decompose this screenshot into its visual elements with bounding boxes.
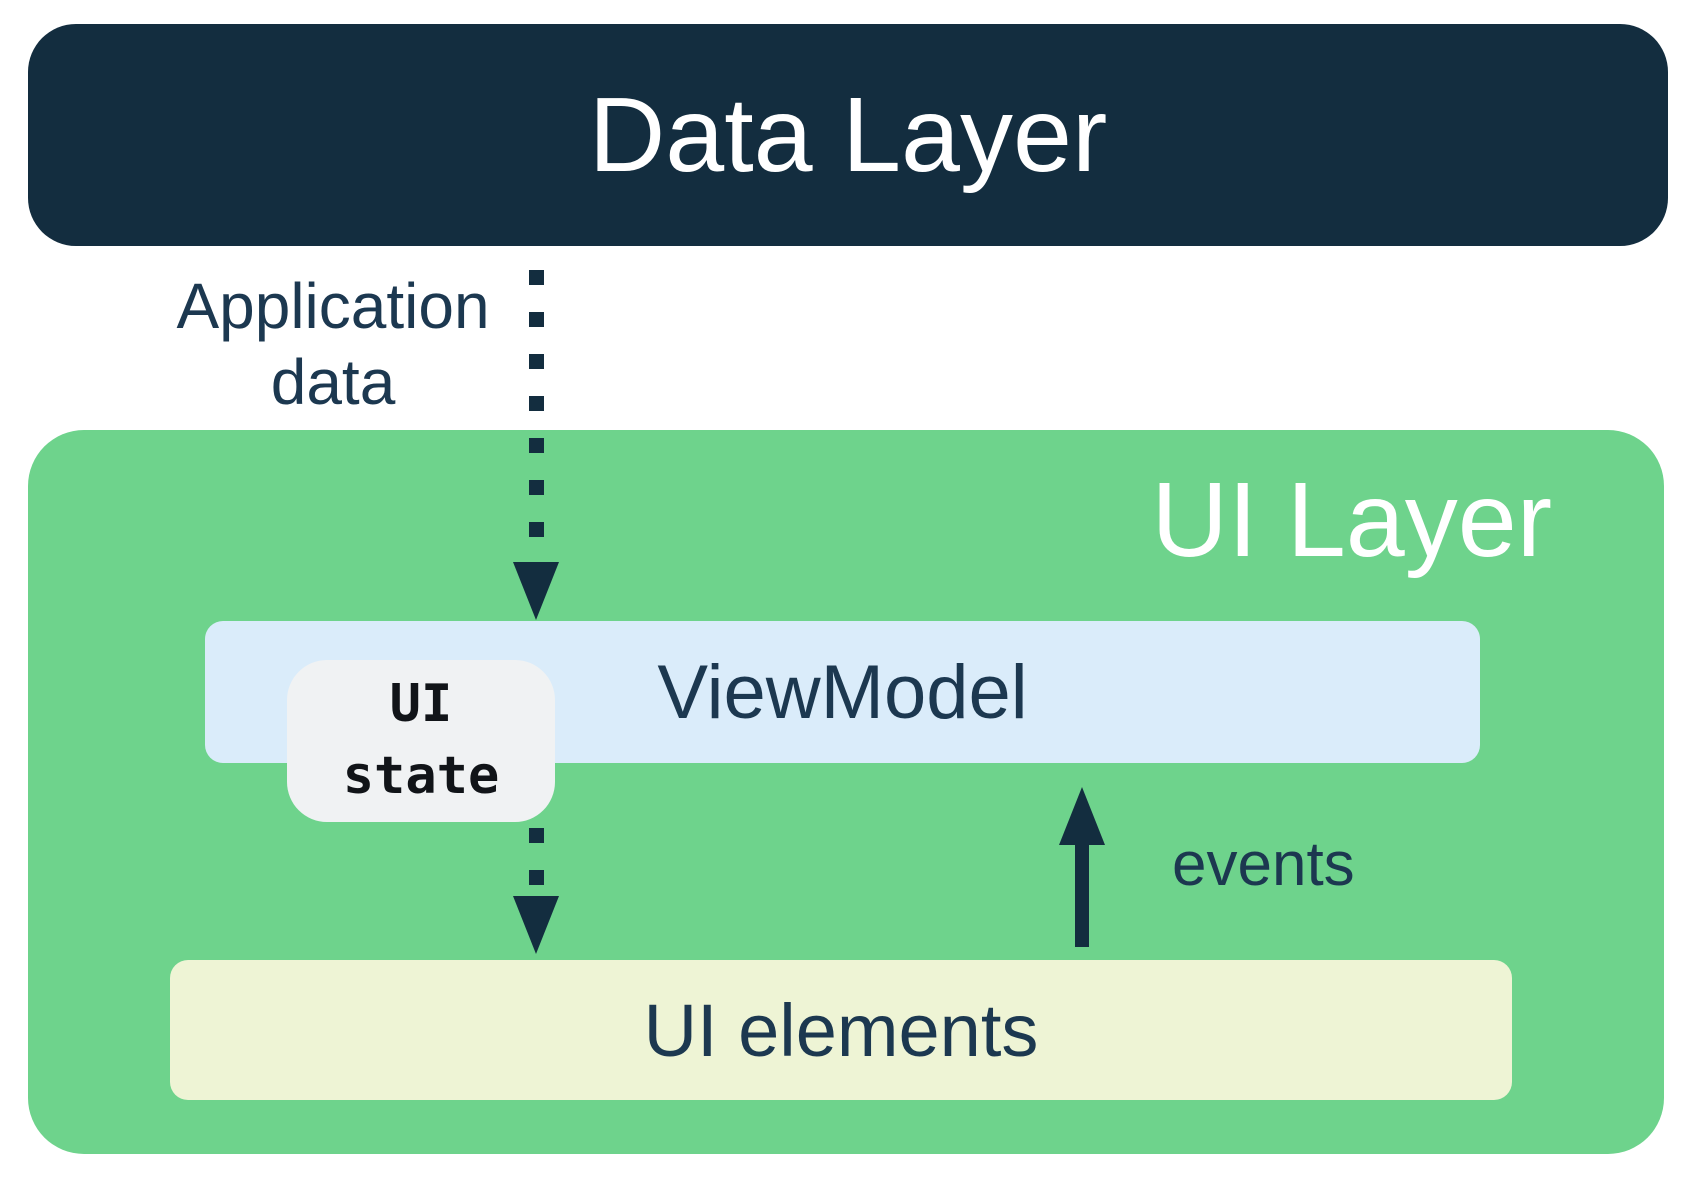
ui-state-pill: UI state (287, 660, 555, 822)
application-data-arrowhead-lower (513, 896, 559, 954)
application-data-label: Application data (176, 270, 490, 418)
viewmodel-label: ViewModel (657, 649, 1028, 735)
ui-elements-box: UI elements (170, 960, 1512, 1100)
data-layer-label: Data Layer (588, 75, 1108, 194)
events-arrow-line (1075, 843, 1089, 947)
ui-layer-label: UI Layer (1151, 461, 1552, 579)
ui-state-label: UI state (342, 674, 500, 806)
ui-elements-label: UI elements (643, 988, 1039, 1072)
data-layer-box: Data Layer (28, 24, 1668, 246)
events-label: events (1172, 830, 1355, 899)
application-data-arrowhead-upper (513, 562, 559, 620)
application-data-arrow-line-upper (529, 270, 544, 562)
application-data-arrow-line-lower (529, 828, 544, 888)
events-arrowhead (1059, 787, 1105, 845)
